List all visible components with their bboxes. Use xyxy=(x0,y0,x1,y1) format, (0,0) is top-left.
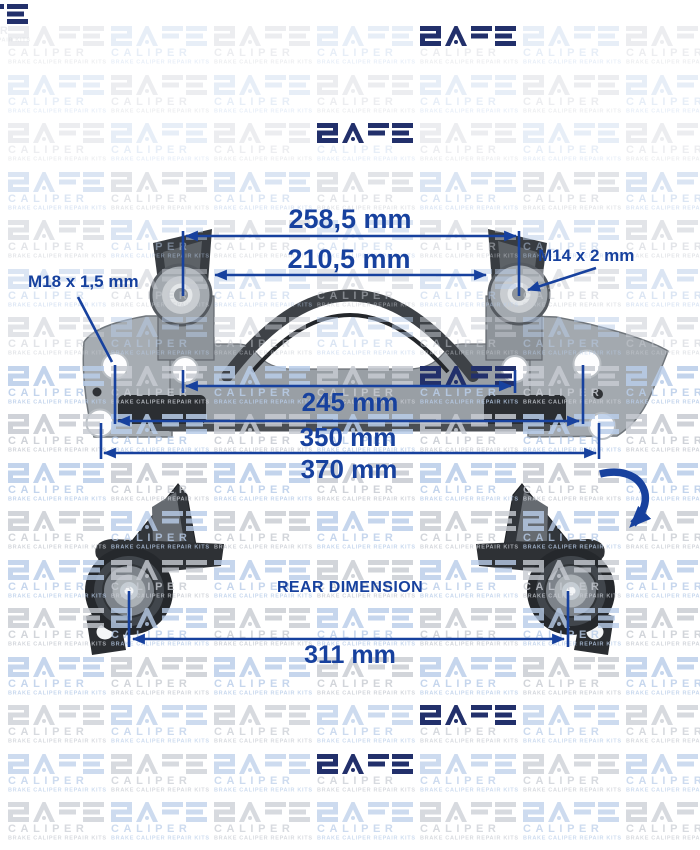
label-thread-m18: M18 x 1,5 mm xyxy=(28,272,139,291)
leader-m14 xyxy=(526,266,597,292)
bridge-arch-inner xyxy=(250,313,450,374)
bridge-arch xyxy=(221,289,479,382)
label-dim-245: 245 mm xyxy=(301,387,399,417)
label-thread-m14: M14 x 2 mm xyxy=(538,246,635,265)
label-dim-370: 370 mm xyxy=(300,454,398,484)
label-rear-title: REAR DIMENSION xyxy=(276,579,424,596)
flip-arrow-icon xyxy=(599,468,652,528)
label-dim-350: 350 mm xyxy=(299,422,397,452)
label-dim-210: 210,5 mm xyxy=(287,244,411,274)
label-dim-311: 311 mm xyxy=(304,641,396,669)
small-hole-right xyxy=(593,389,603,399)
leader-m18 xyxy=(76,296,114,363)
label-dim-258: 258,5 mm xyxy=(288,204,412,234)
small-hole-left xyxy=(92,387,102,397)
